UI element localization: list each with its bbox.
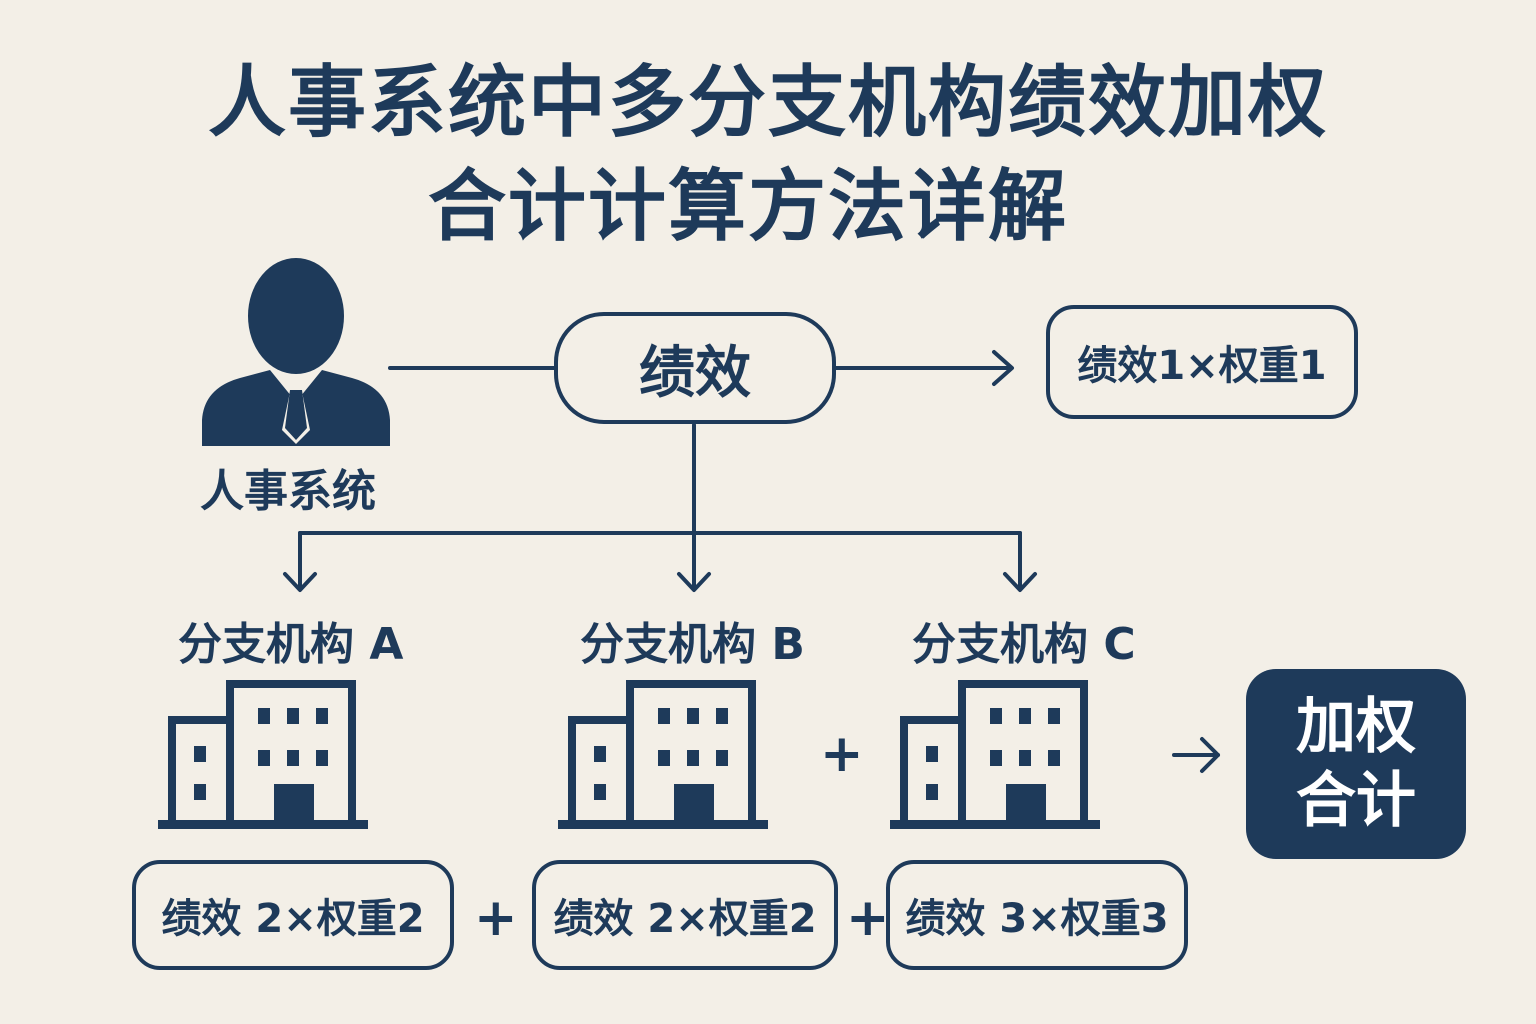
formula-box-c: 绩效 3×权重3 (886, 860, 1188, 970)
person-icon (202, 258, 390, 446)
formula-label-a: 绩效 2×权重2 (161, 896, 425, 942)
plus-sign-bc: + (846, 888, 890, 948)
branch-b-name: 分支机构 B (580, 619, 805, 670)
weighted-total-box: 加权 合计 (1246, 669, 1466, 859)
formula-label-c: 绩效 3×权重3 (905, 896, 1169, 942)
branch-a-name: 分支机构 A (178, 619, 404, 670)
formula-top-label: 绩效1×权重1 (1077, 343, 1327, 389)
page-title-line2: 合计计算方法详解 (427, 162, 1068, 252)
arrowhead-formula-top (992, 350, 1014, 386)
building-icon (158, 680, 368, 829)
formula-top-box: 绩效1×权重1 (1046, 305, 1358, 419)
building-icon (558, 680, 768, 829)
formula-box-b: 绩效 2×权重2 (532, 860, 838, 970)
arrowhead-result (1200, 737, 1220, 773)
page-title-line1: 人事系统中多分支机构绩效加权 (207, 58, 1328, 148)
plus-sign-ab: + (474, 888, 518, 948)
performance-node: 绩效 (554, 312, 836, 424)
weighted-total-line2: 合计 (1296, 766, 1416, 836)
performance-node-label: 绩效 (639, 340, 751, 406)
hr-system-label: 人事系统 (200, 466, 376, 517)
branch-c-name: 分支机构 C (912, 619, 1136, 670)
formula-box-a: 绩效 2×权重2 (132, 860, 454, 970)
building-icon (890, 680, 1100, 829)
weighted-total-line1: 加权 (1296, 692, 1416, 762)
arrowhead-branch-a (283, 572, 317, 592)
formula-label-b: 绩效 2×权重2 (553, 896, 817, 942)
arrowhead-branch-b (677, 572, 711, 592)
plus-sign-buildings: + (820, 724, 864, 784)
arrowhead-branch-c (1003, 572, 1037, 592)
